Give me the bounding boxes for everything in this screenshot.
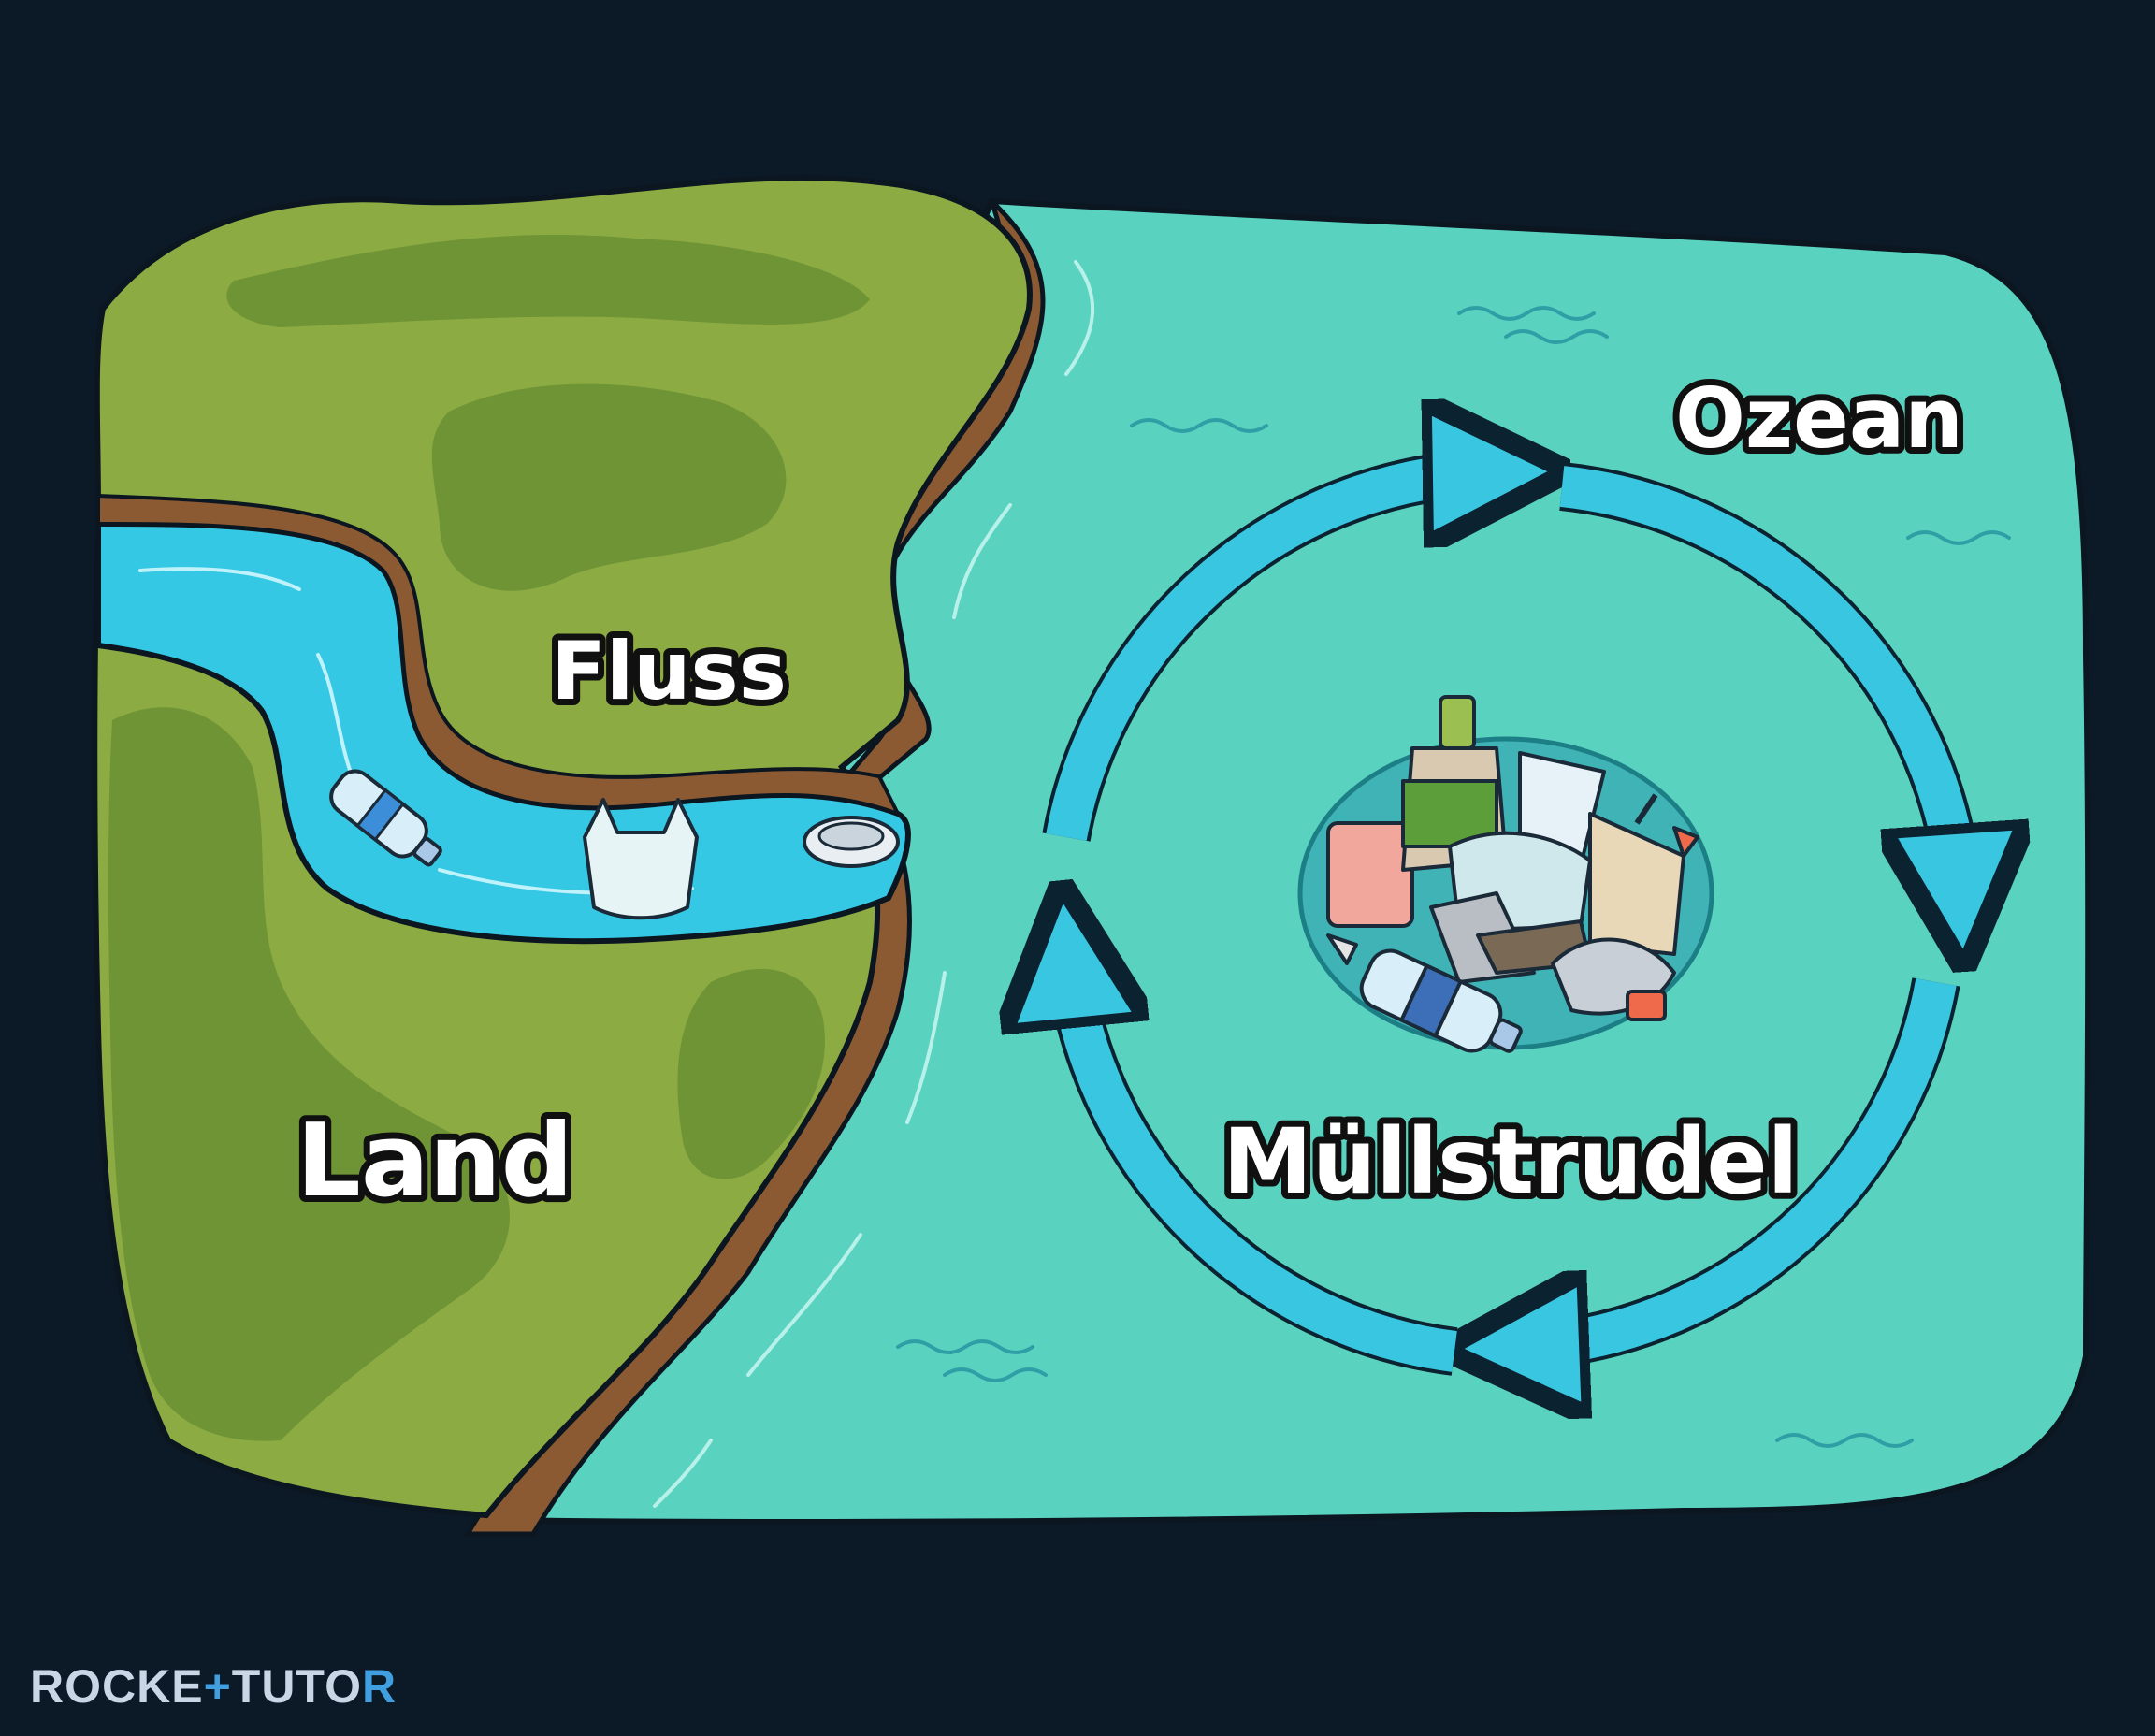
- label-river: Fluss: [551, 625, 787, 718]
- brand-logo-part2: TUTO: [232, 1660, 362, 1713]
- brand-logo-part3: R: [362, 1660, 397, 1713]
- label-gyre: Müllstrudel: [1222, 1109, 1798, 1214]
- plastic-bottle-icon: [329, 769, 442, 867]
- brand-logo: ROCKE+TUTOR: [30, 1660, 397, 1713]
- gyre-arrow-top-right: [1559, 466, 1960, 898]
- brand-logo-plus: +: [204, 1660, 232, 1713]
- trash-pile-icon: [1297, 695, 1714, 1053]
- river-bank: [96, 493, 903, 817]
- label-land: Land: [296, 1103, 573, 1220]
- brand-logo-part1: ROCKE: [30, 1660, 204, 1713]
- gyre-arrow-top-left: [1046, 472, 1497, 841]
- gyre-arrow-bottom-right: [1515, 978, 1957, 1347]
- shore-streaks: [653, 260, 1095, 1508]
- grass-patches: [108, 235, 870, 1441]
- ocean-waves: [896, 306, 2011, 1448]
- bottle-cap-icon: [803, 816, 900, 868]
- gyre-arrows: [1066, 472, 1960, 1352]
- gyre-arrow-bottom-left: [1068, 954, 1457, 1372]
- plastic-bag-icon: [583, 798, 699, 920]
- label-ocean: Ozean: [1675, 370, 1963, 467]
